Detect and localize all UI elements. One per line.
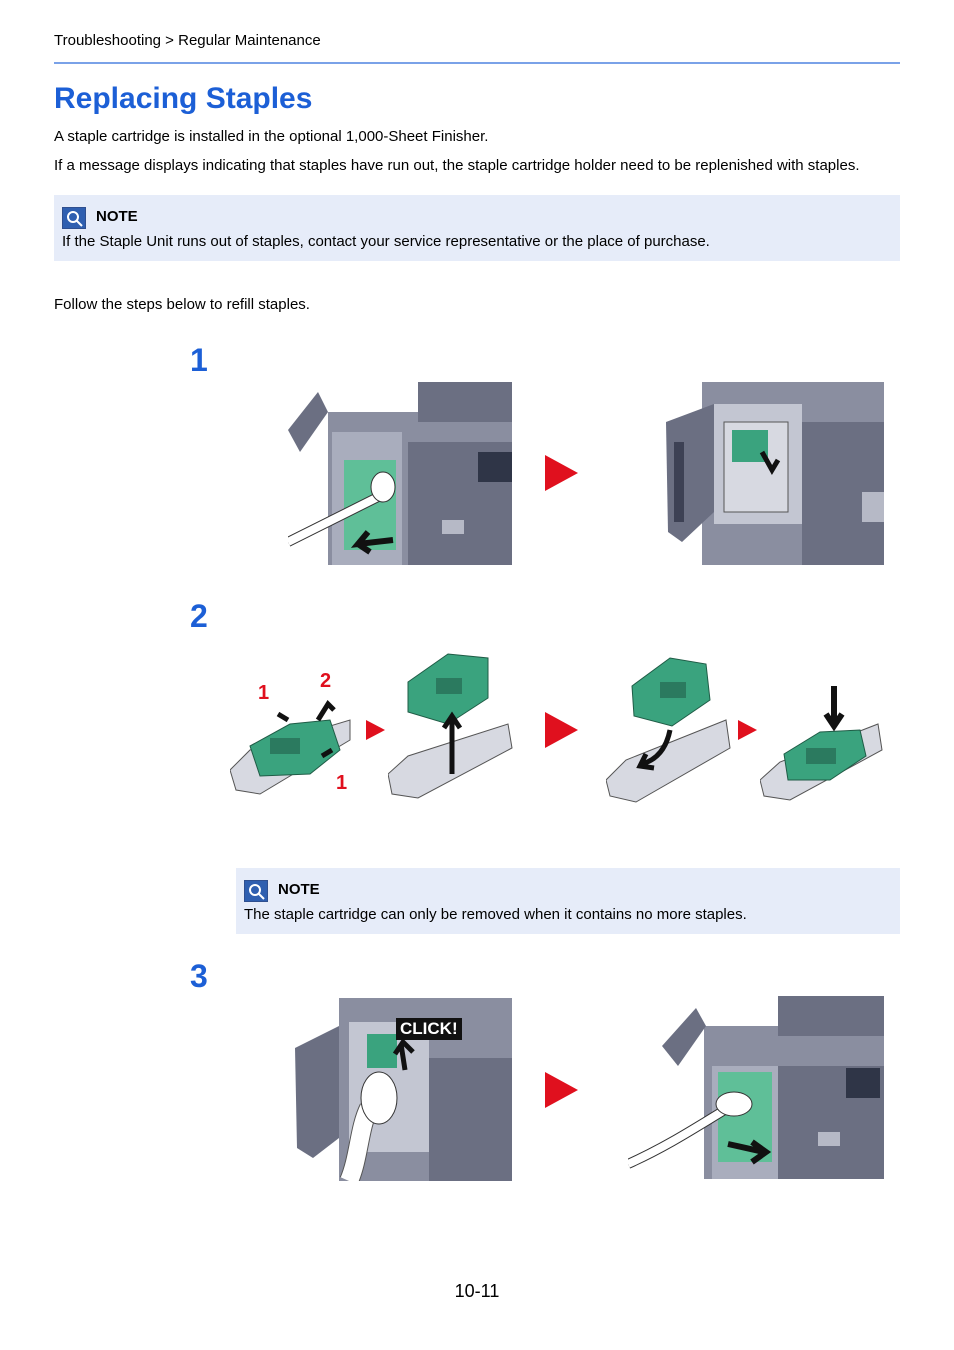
note-box-2: NOTE The staple cartridge can only be re… — [236, 868, 900, 934]
note-icon — [244, 880, 268, 902]
intro-paragraph-2: If a message displays indicating that st… — [54, 157, 860, 174]
page-title: Replacing Staples — [54, 82, 313, 115]
note-heading: NOTE — [96, 208, 138, 225]
step3-illustration-click: CLICK! — [279, 998, 512, 1185]
step2-arrow-icon-2 — [545, 712, 578, 748]
step2-label-1b: 1 — [336, 772, 348, 794]
step1-arrow-icon — [545, 455, 578, 491]
step-number-1: 1 — [190, 342, 208, 378]
step3-illustration-close-door — [625, 996, 884, 1179]
step-number-3: 3 — [190, 958, 208, 994]
click-label: CLICK! — [396, 1018, 462, 1040]
step1-illustration-open-door — [285, 382, 512, 565]
step1-illustration-door-open — [652, 382, 884, 565]
step2-illustration-cartridge-lift — [387, 648, 516, 800]
header-rule — [54, 62, 900, 64]
step3-arrow-icon — [545, 1072, 578, 1108]
step2-label-2: 2 — [320, 670, 332, 692]
step2-label-1a: 1 — [258, 682, 270, 704]
page-number: 10-11 — [454, 1281, 500, 1301]
intro-paragraph-1: A staple cartridge is installed in the o… — [54, 128, 489, 145]
breadcrumb: Troubleshooting > Regular Maintenance — [54, 32, 321, 49]
step-number-2: 2 — [190, 598, 208, 634]
step2-arrow-icon-1 — [366, 720, 385, 740]
note-text: If the Staple Unit runs out of staples, … — [62, 233, 710, 250]
note-text: The staple cartridge can only be removed… — [244, 906, 747, 923]
step2-illustration-cartridge-release: 1 2 1 — [229, 670, 358, 798]
note-icon — [62, 207, 86, 229]
step2-illustration-new-cartridge — [605, 650, 732, 806]
note-heading: NOTE — [278, 881, 320, 898]
step2-arrow-icon-3 — [738, 720, 757, 740]
step2-illustration-insert-cartridge — [759, 684, 884, 804]
follow-text: Follow the steps below to refill staples… — [54, 296, 310, 313]
note-box-1: NOTE If the Staple Unit runs out of stap… — [54, 195, 900, 261]
